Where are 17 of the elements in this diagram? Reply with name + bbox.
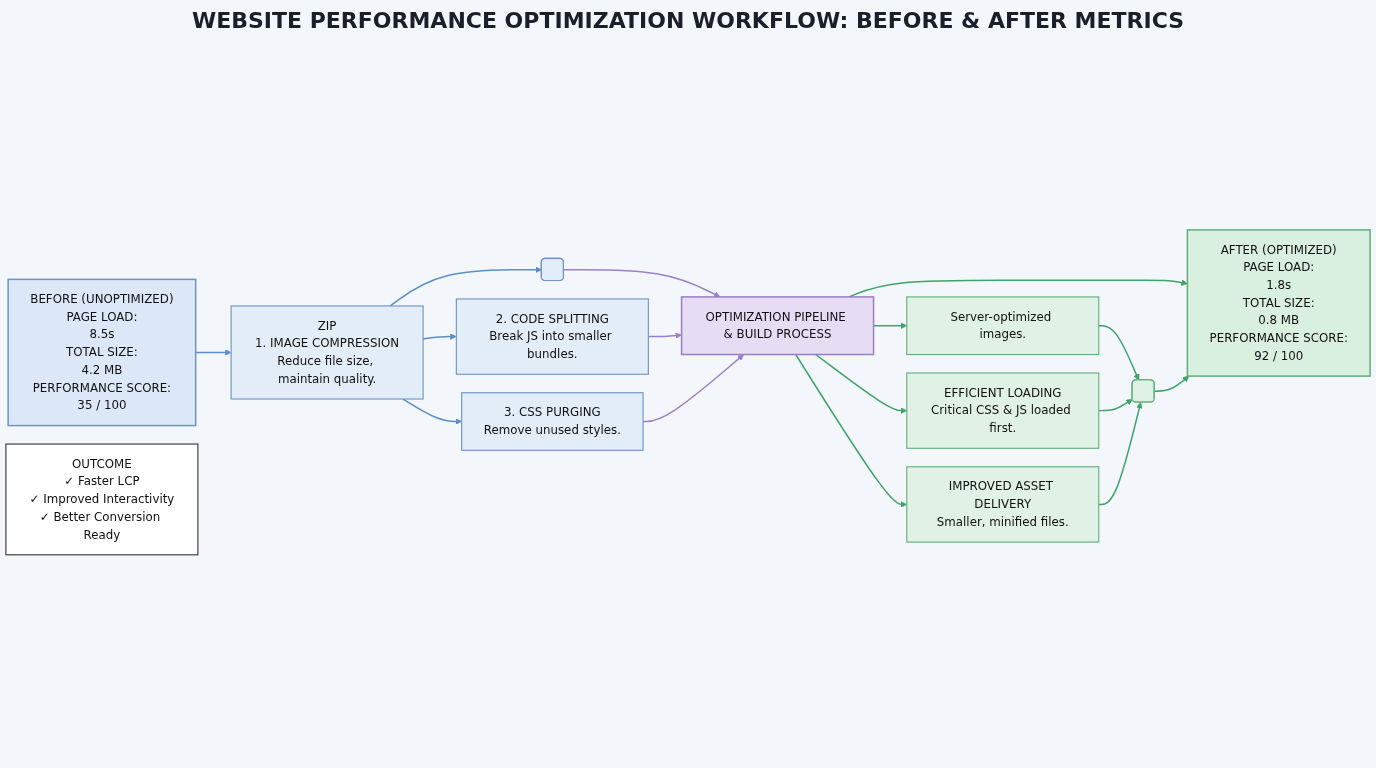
- diagram-title: WEBSITE PERFORMANCE OPTIMIZATION WORKFLOW: BEFORE & AFTER METRICS: [190, 8, 1186, 33]
- arrow: [389, 266, 542, 307]
- arrow: [1098, 398, 1133, 411]
- arrow: [1098, 324, 1140, 381]
- node-box: OUTCOME ✓ Faster LCP ✓ Improved Interactivity ✓ Better Conversion Ready: [5, 443, 199, 555]
- node-box: Server-optimized images.: [906, 296, 1100, 355]
- node-box: EFFICIENT LOADING Critical CSS & JS loaded first.: [906, 372, 1100, 449]
- node-box: 2. CODE SPLITTING Break JS into smaller bundles.: [455, 298, 649, 375]
- node-box: ZIP 1. IMAGE COMPRESSION Reduce file size, maintain quality.: [230, 305, 424, 400]
- node-box: BEFORE (UNOPTIMIZED) PAGE LOAD: 8.5s TOTAL SIZE: 4.2 MB PERFORMANCE SCORE: 35 / 100: [7, 278, 197, 426]
- node-box: AFTER (OPTIMIZED) PAGE LOAD: 1.8s TOTAL SIZE: 0.8 MB PERFORMANCE SCORE: 92 / 100: [1186, 228, 1371, 377]
- arrow: [1098, 401, 1143, 505]
- node-box: IMPROVED ASSET DELIVERY Smaller, minified files.: [906, 465, 1100, 543]
- node-box: 3. CSS PURGING Remove unused styles.: [461, 391, 644, 451]
- arrow: [402, 397, 462, 425]
- arrow: [563, 268, 721, 297]
- node-box: OPTIMIZATION PIPELINE & BUILD PROCESS: [680, 295, 875, 355]
